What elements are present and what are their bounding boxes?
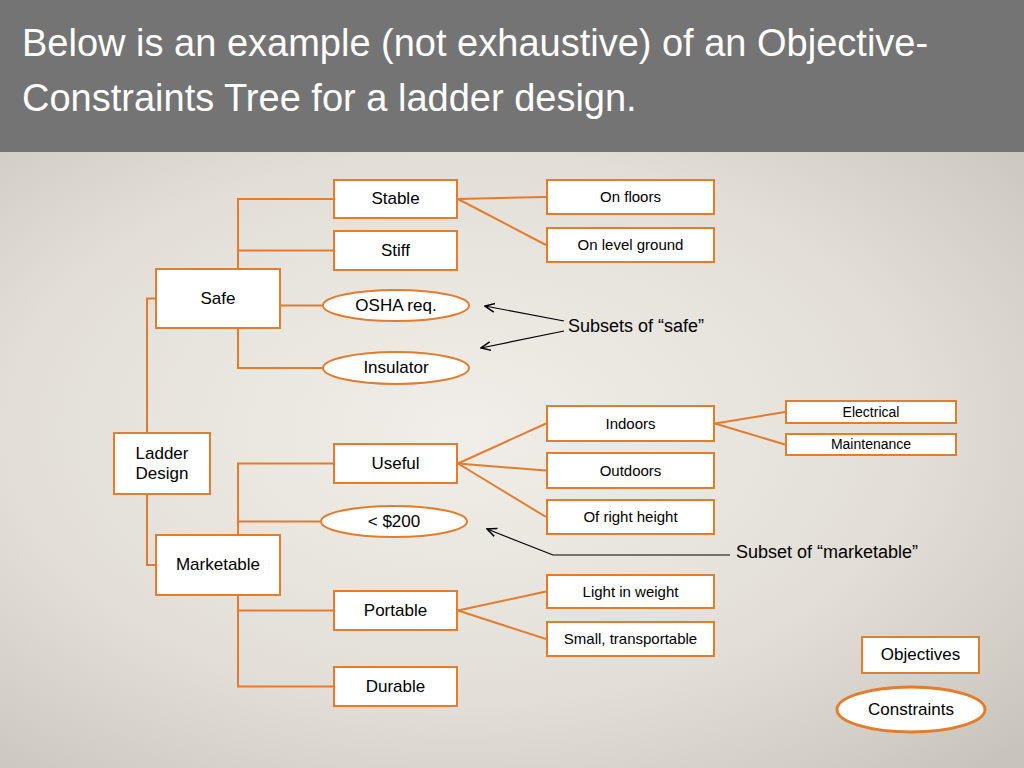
tree-connector: [238, 596, 333, 611]
tree-connector: [458, 424, 546, 464]
objective-box: Safe: [155, 268, 281, 329]
tree-connector: [147, 299, 155, 433]
tree-connector: [238, 522, 320, 535]
constraint-node: < $200: [320, 505, 468, 538]
node-text: On level ground: [578, 236, 684, 253]
tree-connector: [458, 464, 546, 471]
objective-box: Light in weight: [546, 574, 715, 609]
node-text: Safe: [201, 289, 236, 309]
objective-box: Small, transportable: [546, 621, 715, 657]
objective-box: Electrical: [785, 400, 957, 424]
tree-connector: [238, 199, 333, 268]
tree-connector: [238, 251, 333, 269]
objective-box: Useful: [333, 443, 458, 484]
node-text: OSHA req.: [355, 296, 436, 316]
callout-label: Subset of “marketable”: [736, 542, 918, 564]
objective-box: Marketable: [155, 534, 281, 596]
node-text: Portable: [364, 601, 427, 621]
photo-ground: [0, 152, 1024, 768]
tree-connector: [147, 495, 155, 565]
tree-connector: [458, 197, 546, 199]
node-text: Marketable: [176, 555, 260, 575]
objective-box: Of right height: [546, 499, 715, 535]
tree-connector: [458, 592, 546, 611]
tree-connector: [238, 464, 333, 535]
callout-label: Subsets of “safe”: [568, 316, 704, 338]
tree-connector: [458, 464, 546, 518]
objective-box: Indoors: [546, 405, 715, 442]
objective-box: Outdoors: [546, 452, 715, 489]
objective-box: Stiff: [333, 230, 458, 271]
objective-box: On floors: [546, 179, 715, 215]
objective-box: Durable: [333, 666, 458, 707]
constraint-node: Insulator: [322, 351, 470, 385]
node-text: Outdoors: [600, 462, 662, 479]
constraint-node: OSHA req.: [322, 289, 470, 322]
slide-title: Below is an example (not exhaustive) of …: [22, 16, 1012, 126]
tree-connector: [715, 424, 785, 445]
node-text: Ladder Design: [119, 444, 205, 483]
node-text: Of right height: [583, 508, 677, 525]
leader-arrow: [481, 331, 564, 348]
objective-box: Ladder Design: [113, 432, 211, 495]
objective-box: Portable: [333, 590, 458, 631]
objective-box: On level ground: [546, 227, 715, 263]
tree-connector: [458, 199, 546, 245]
node-text: Maintenance: [831, 436, 911, 452]
node-text: Stable: [371, 189, 419, 209]
node-text: Useful: [371, 454, 419, 474]
node-text: < $200: [368, 512, 420, 532]
node-text: Indoors: [605, 415, 655, 432]
ellipse-outline: [837, 687, 985, 732]
legend-text: Objectives: [881, 645, 960, 665]
leader-arrow: [485, 306, 564, 321]
node-text: Light in weight: [583, 583, 679, 600]
tree-connector: [715, 412, 785, 424]
objective-box: Stable: [333, 179, 458, 219]
node-text: Small, transportable: [564, 630, 697, 647]
node-text: On floors: [600, 188, 661, 205]
node-text: Electrical: [843, 404, 900, 420]
ellipse-outline: [323, 352, 469, 384]
leader-lines: [481, 306, 730, 555]
tree-connector: [238, 329, 322, 368]
legend-text: Constraints: [868, 700, 954, 720]
ellipse-outline: [323, 290, 469, 321]
objective-box: Maintenance: [785, 433, 957, 456]
ellipse-outline: [321, 506, 467, 537]
node-text: Insulator: [363, 358, 428, 378]
title-band: [0, 0, 1024, 152]
node-text: Stiff: [381, 241, 410, 261]
tree-connector: [281, 305, 322, 307]
node-text: Durable: [366, 677, 426, 697]
legend-ellipse: Constraints: [836, 686, 986, 733]
tree-connector: [458, 611, 546, 640]
tree-connector: [238, 596, 333, 687]
tree-connectors: [147, 197, 785, 687]
legend-box: Objectives: [861, 636, 980, 674]
